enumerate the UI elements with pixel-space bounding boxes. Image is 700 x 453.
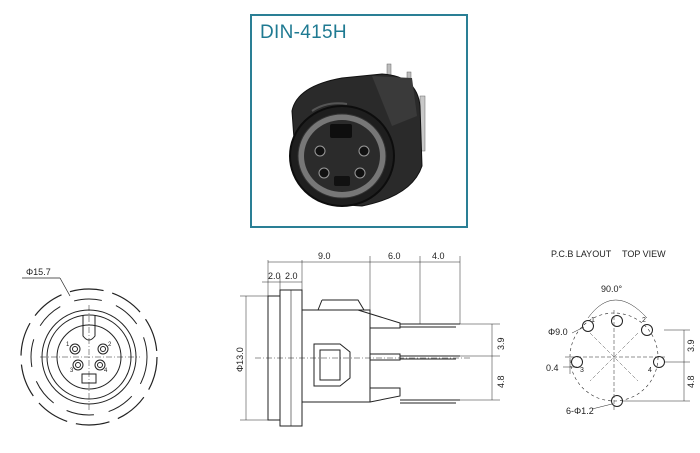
- pcb-view-label: TOP VIEW: [622, 249, 666, 259]
- pcb-pin-3: 3: [580, 367, 584, 374]
- side-dim-2b: 2.0: [285, 271, 298, 281]
- side-height-dim: Φ13.0: [235, 347, 245, 372]
- pcb-pin-4: 4: [648, 367, 652, 374]
- side-dim-9: 9.0: [318, 251, 331, 261]
- pcb-layout-view: [563, 299, 690, 410]
- side-dim-4-8: 4.8: [496, 375, 506, 388]
- pcb-hole-label: 6-Φ1.2: [566, 406, 594, 416]
- pcb-circle-dim: Φ9.0: [548, 327, 568, 337]
- product-model-title: DIN-415H: [260, 22, 347, 43]
- pcb-pin-1: 1: [591, 317, 595, 324]
- product-photo-panel: DIN-415H: [250, 14, 468, 228]
- pcb-offset-dim: 0.4: [546, 363, 559, 373]
- front-pin-1: 1: [66, 342, 70, 348]
- front-pin-2: 2: [108, 342, 112, 348]
- side-dim-3-9: 3.9: [496, 337, 506, 350]
- side-dim-6: 6.0: [388, 251, 401, 261]
- pcb-dim-3-9: 3.9: [686, 339, 696, 352]
- front-diameter-label: Φ15.7: [26, 267, 51, 277]
- connector-photo: [289, 63, 426, 207]
- pcb-angle-label: 90.0°: [601, 284, 623, 294]
- front-pin-3: 3: [70, 368, 74, 374]
- pcb-dim-4-8: 4.8: [686, 375, 696, 388]
- pcb-pin-2: 2: [642, 317, 646, 324]
- side-dim-4: 4.0: [432, 251, 445, 261]
- front-view: [20, 277, 158, 426]
- side-view: [240, 256, 500, 427]
- pcb-layout-title: P.C.B LAYOUT: [551, 249, 612, 259]
- front-pin-4: 4: [104, 368, 108, 374]
- side-dim-2a: 2.0: [268, 271, 281, 281]
